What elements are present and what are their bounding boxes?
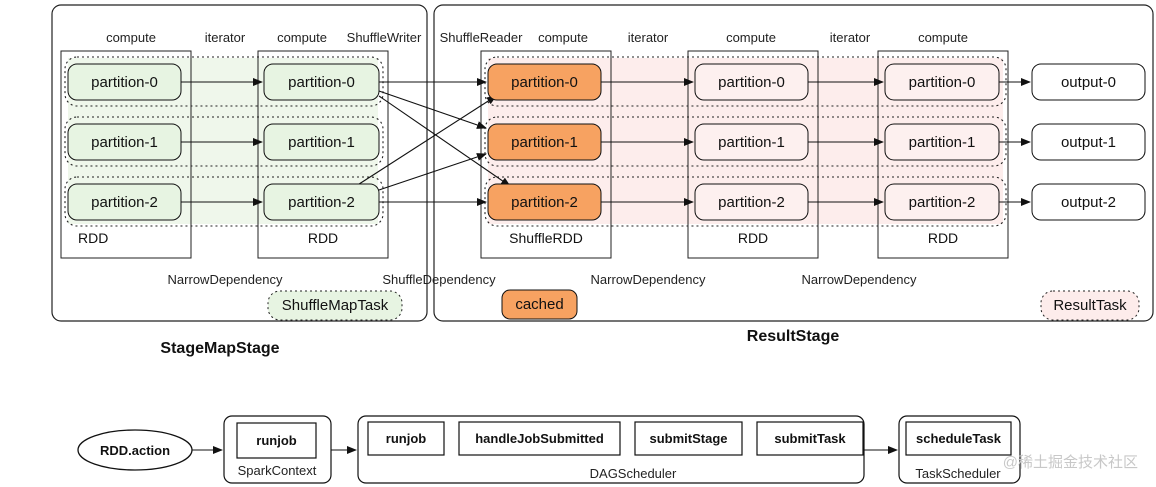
partition-box (263, 123, 380, 161)
spark-context-runjob-box (236, 422, 317, 459)
partition-box (694, 123, 809, 161)
result-rdd-1-label: RDD (738, 230, 768, 246)
label-compute-1: compute (106, 30, 156, 45)
label-compute-2: compute (277, 30, 327, 45)
partition-label: partition-0 (909, 74, 976, 91)
result-rdd-1-partitions: partition-0 partition-1 partition-2 (694, 63, 809, 221)
handle-job-submitted-label: handleJobSubmitted (475, 431, 604, 446)
partition-label: partition-2 (288, 194, 355, 211)
map-rdd-1-partitions: partition-0 partition-1 partition-2 (67, 63, 182, 221)
watermark: @稀土掘金技术社区 (1003, 454, 1138, 471)
submit-stage-box (634, 421, 743, 456)
output-box (1031, 183, 1146, 221)
partition-box (694, 63, 809, 101)
label-compute-3: compute (538, 30, 588, 45)
output-box (1031, 63, 1146, 101)
partition-label: partition-2 (511, 194, 578, 211)
partition-box (263, 63, 380, 101)
partition-box (67, 183, 182, 221)
dag-runjob-label: runjob (386, 431, 426, 446)
dag-runjob-box (367, 421, 445, 456)
partition-box (694, 183, 809, 221)
partition-box (67, 123, 182, 161)
map-rdd-1-label: RDD (78, 230, 108, 246)
spark-context-label: SparkContext (238, 463, 317, 478)
result-narrow-dependency-1: NarrowDependency (591, 272, 706, 287)
result-task-label: ResultTask (1053, 297, 1127, 314)
output-label: output-1 (1061, 134, 1116, 151)
arrows (181, 78, 1031, 206)
label-compute-5: compute (918, 30, 968, 45)
result-narrow-dependency-2: NarrowDependency (802, 272, 917, 287)
partition-box (884, 123, 1000, 161)
partition-box (67, 63, 182, 101)
shuffle-dependency: ShuffleDependency (382, 272, 496, 287)
result-rdd-2-label: RDD (928, 230, 958, 246)
map-stage-container (51, 4, 428, 322)
handle-job-submitted-box (458, 421, 621, 456)
cached-badge (501, 289, 578, 320)
output-label: output-0 (1061, 74, 1116, 91)
partition-box (884, 183, 1000, 221)
shuffle-map-task-label: ShuffleMapTask (282, 297, 389, 314)
label-iterator-1: iterator (205, 30, 246, 45)
task-scheduler-label: TaskScheduler (915, 466, 1001, 481)
rdd-action-label: RDD.action (100, 443, 170, 458)
partition-label: partition-2 (909, 194, 976, 211)
label-shuffle-writer: ShuffleWriter (347, 30, 422, 45)
map-rdd-1 (60, 50, 192, 259)
partition-label: partition-2 (91, 194, 158, 211)
shuffle-rdd-label: ShuffleRDD (509, 230, 583, 246)
label-iterator-3: iterator (830, 30, 871, 45)
result-stage-title: ResultStage (747, 328, 840, 345)
result-stage-container (433, 4, 1154, 322)
schedule-task-label: scheduleTask (916, 431, 1002, 446)
partition-label: partition-1 (288, 134, 355, 151)
partition-label: partition-0 (718, 74, 785, 91)
partition-label: partition-0 (511, 74, 578, 91)
label-compute-4: compute (726, 30, 776, 45)
spark-context-runjob-label: runjob (256, 433, 296, 448)
output-box (1031, 123, 1146, 161)
map-rdd-2-label: RDD (308, 230, 338, 246)
partition-label: partition-1 (909, 134, 976, 151)
map-rdd-2-partitions: partition-0 partition-1 partition-2 (263, 63, 380, 221)
result-task-badge (1040, 290, 1140, 321)
schedule-task-box (905, 421, 1012, 456)
partition-label: partition-1 (91, 134, 158, 151)
outputs: output-0 output-1 output-2 (1031, 63, 1146, 221)
label-shuffle-reader: ShuffleReader (440, 30, 524, 45)
result-rdd-1 (687, 50, 819, 259)
cached-partition-box (487, 123, 602, 161)
label-iterator-2: iterator (628, 30, 669, 45)
partition-label: partition-0 (288, 74, 355, 91)
map-stage-title: StageMapStage (160, 340, 279, 357)
partition-label: partition-1 (718, 134, 785, 151)
submit-task-box (756, 421, 864, 456)
shuffle-map-task-badge (267, 290, 403, 321)
cached-label: cached (515, 296, 563, 313)
map-rdd-2 (257, 50, 389, 259)
submit-task-label: submitTask (774, 431, 846, 446)
result-rdd-2 (877, 50, 1009, 259)
result-rdd-2-partitions: partition-0 partition-1 partition-2 (884, 63, 1000, 221)
partition-box (263, 183, 380, 221)
shuffle-rdd-partitions: partition-0 partition-1 partition-2 (487, 63, 602, 221)
dag-scheduler-label: DAGScheduler (590, 466, 677, 481)
partition-box (884, 63, 1000, 101)
partition-label: partition-0 (91, 74, 158, 91)
cached-partition-box (487, 63, 602, 101)
partition-label: partition-1 (511, 134, 578, 151)
output-label: output-2 (1061, 194, 1116, 211)
cached-partition-box (487, 183, 602, 221)
partition-label: partition-2 (718, 194, 785, 211)
submit-stage-label: submitStage (649, 431, 727, 446)
map-narrow-dependency: NarrowDependency (168, 272, 283, 287)
